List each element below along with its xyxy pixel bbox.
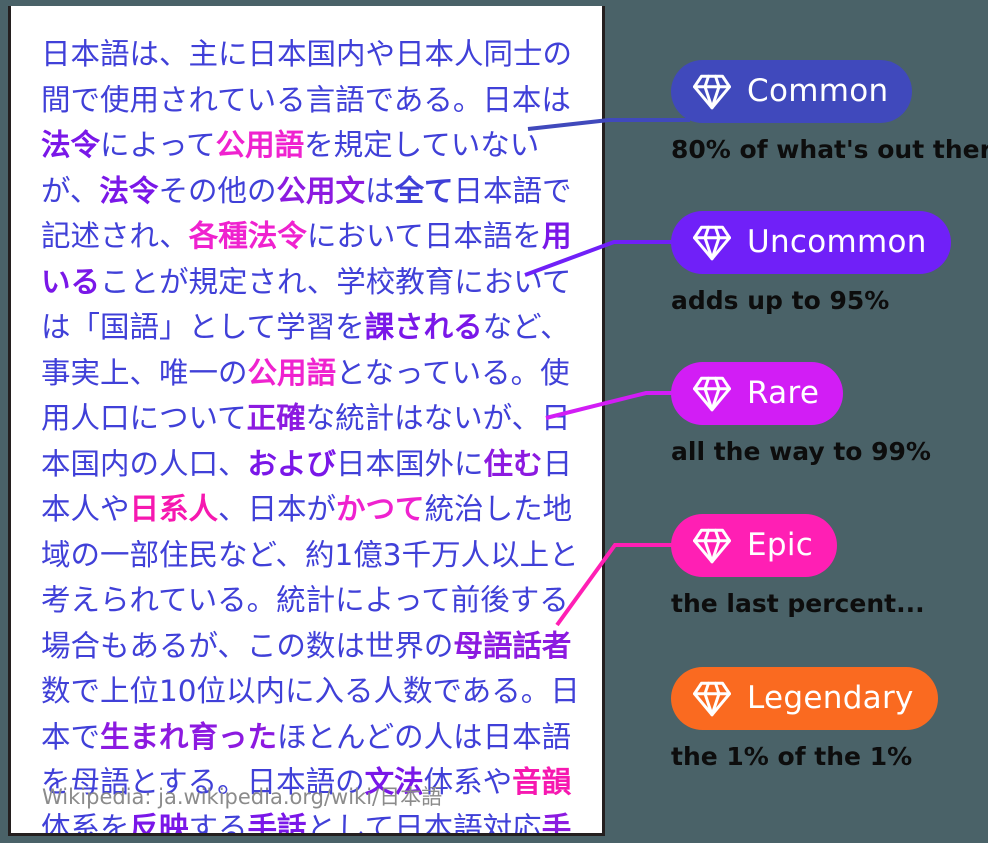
badge-label: Rare	[747, 375, 820, 411]
passage-text: 日本人や	[41, 446, 573, 527]
passage-text: において日本語を	[306, 219, 542, 253]
passage-highlight: かつて	[336, 492, 425, 526]
passage-highlight: 生まれ育った	[100, 719, 278, 754]
legend-item-legendary: Legendary the 1% of the 1%	[671, 667, 938, 771]
passage-highlight: 母語話者	[453, 628, 572, 663]
passage-text: は	[364, 173, 395, 208]
legend-item-uncommon: Uncommon adds up to 95%	[671, 211, 951, 315]
passage-text: 日本語は、主に日本国内や日本人同士の間で使用されている言語である。日本は	[41, 37, 573, 117]
passage-text: として日本語対応	[306, 810, 542, 836]
passage-text: によって	[100, 128, 216, 162]
passage-text: ほとんどの人は日本語を母語とする。日本語の	[41, 719, 572, 800]
legend-caption: all the way to 99%	[671, 437, 931, 466]
legend-caption: the last percent...	[671, 589, 925, 618]
passage-highlight: 正確	[246, 401, 306, 435]
diamond-icon	[693, 681, 731, 716]
passage-highlight: 法令	[41, 128, 101, 162]
legend-caption: 80% of what's out there	[671, 135, 988, 164]
badge-legendary[interactable]: Legendary	[671, 667, 938, 730]
passage-highlight: および	[247, 446, 337, 481]
passage-text: 体系を	[41, 810, 130, 836]
passage-highlight: 公用文	[276, 173, 365, 208]
passage-highlight: 文法	[364, 765, 424, 799]
passage-text: など、事実上、唯一の	[41, 310, 570, 390]
passage-text: 数で上位10位以内に入る人数である。日本で	[41, 674, 580, 754]
legend-caption: adds up to 95%	[671, 286, 890, 315]
diamond-icon	[693, 376, 731, 411]
legend-item-rare: Rare all the way to 99%	[671, 362, 931, 466]
source-attribution: Wikipedia: ja.wikipedia.org/wiki/日本語	[42, 785, 443, 809]
passage-text: する	[188, 810, 248, 836]
badge-label: Common	[747, 73, 889, 109]
badge-common[interactable]: Common	[671, 60, 913, 123]
legend-item-common: Common 80% of what's out there	[671, 60, 988, 164]
passage-highlight: 反映	[129, 810, 189, 836]
badge-label: Legendary	[747, 680, 914, 716]
japanese-passage: 日本語は、主に日本国内や日本人同士の間で使用されている言語である。日本は法令によ…	[41, 32, 581, 836]
passage-highlight: 手話	[247, 810, 307, 836]
passage-highlight: 日系人	[129, 492, 219, 526]
passage-text: 統治した地域の一部住民など、約1億3千万人以上と考えられている。統計によって前後…	[41, 492, 579, 663]
passage-highlight: 公用語	[247, 355, 337, 390]
passage-text: ことが規定され、学校教育においては「国語」として学習を	[41, 264, 572, 345]
passage-text: その他の	[158, 173, 277, 208]
passage-highlight: 課される	[364, 310, 483, 344]
badge-label: Uncommon	[747, 224, 927, 260]
passage-text: 、日本が	[218, 492, 337, 526]
passage-text: を規定していないが、	[41, 128, 540, 208]
legend-caption: the 1% of the 1%	[671, 742, 913, 771]
passage-text: 日本国外に	[336, 446, 484, 481]
badge-uncommon[interactable]: Uncommon	[671, 211, 951, 274]
passage-text: 体系や	[423, 765, 513, 799]
text-card: 日本語は、主に日本国内や日本人同士の間で使用されている言語である。日本は法令によ…	[8, 6, 605, 836]
badge-label: Epic	[747, 527, 814, 563]
passage-text: となっている。使用人口について	[41, 355, 570, 436]
passage-highlight: 手話	[541, 810, 572, 836]
passage-highlight: 各種法令	[188, 219, 307, 253]
passage-highlight: 法令	[99, 173, 159, 208]
badge-rare[interactable]: Rare	[671, 362, 844, 425]
passage-text: な統計はないが、日本国内の人口、	[41, 401, 571, 481]
badge-epic[interactable]: Epic	[671, 514, 838, 577]
passage-highlight: 音韻	[512, 765, 572, 799]
diamond-icon	[693, 528, 731, 563]
passage-highlight: 公用語	[215, 128, 305, 162]
passage-text: 日本語で記述され、	[41, 173, 572, 254]
legend-item-epic: Epic the last percent...	[671, 514, 925, 618]
diamond-icon	[693, 74, 731, 109]
passage-highlight: 全て	[394, 173, 454, 208]
passage-highlight: 住む	[483, 446, 543, 481]
diamond-icon	[693, 225, 731, 260]
